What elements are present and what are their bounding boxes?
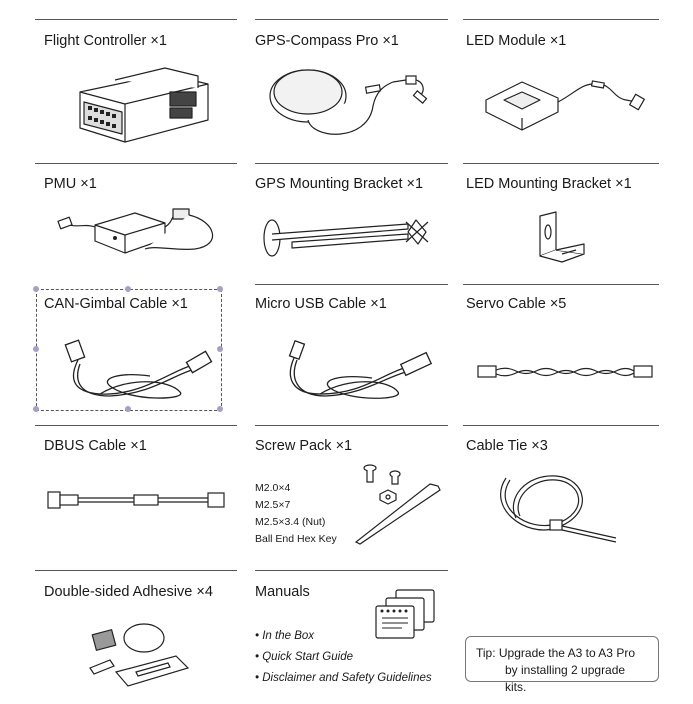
led-mounting-bracket-illustration <box>539 211 585 263</box>
gps-compass-illustration: ​ <box>269 69 428 135</box>
selection-handle[interactable] <box>125 286 131 292</box>
spec-line: M2.0×4 <box>255 482 291 494</box>
item-label-can-gimbal-cable: CAN-Gimbal Cable ×1 <box>44 296 188 312</box>
divider <box>255 570 448 571</box>
item-label-pmu: PMU ×1 <box>44 176 97 192</box>
divider <box>35 570 237 571</box>
item-label-gps-compass: GPS-Compass Pro ×1 <box>255 33 399 49</box>
item-label-micro-usb-cable: Micro USB Cable ×1 <box>255 296 387 312</box>
selection-handle[interactable] <box>33 286 39 292</box>
divider <box>35 425 237 426</box>
flight-controller-illustration <box>79 67 209 143</box>
selection-handle[interactable] <box>217 346 223 352</box>
pmu-illustration <box>57 208 214 254</box>
divider <box>255 425 448 426</box>
double-sided-adhesive-illustration <box>89 623 190 687</box>
cable-tie-illustration <box>500 475 617 543</box>
manuals-list: • In the Box • Quick Start Guide • Discl… <box>255 626 432 689</box>
item-label-manuals: Manuals <box>255 584 310 600</box>
item-label-led-module: LED Module ×1 <box>466 33 567 49</box>
manual-item: • Quick Start Guide <box>255 651 353 663</box>
selection-handle[interactable] <box>217 406 223 412</box>
can-gimbal-cable-illustration <box>64 339 213 399</box>
manual-item: • In the Box <box>255 630 315 642</box>
selection-handle[interactable] <box>125 406 131 412</box>
item-label-screw-pack: Screw Pack ×1 <box>255 438 353 454</box>
spec-line: Ball End Hex Key <box>255 533 337 545</box>
tip-box: Tip: Upgrade the A3 to A3 Pro by install… <box>465 636 659 694</box>
gps-mounting-bracket-illustration <box>263 219 429 257</box>
divider <box>255 19 448 20</box>
divider <box>255 284 448 285</box>
servo-cable-illustration <box>477 365 653 378</box>
dbus-cable-illustration <box>47 491 225 509</box>
divider <box>463 163 659 164</box>
selection-handle[interactable] <box>33 406 39 412</box>
item-label-led-mounting-bracket: LED Mounting Bracket ×1 <box>466 176 632 192</box>
manual-item: • Disclaimer and Safety Guidelines <box>255 672 432 684</box>
selection-handle[interactable] <box>217 286 223 292</box>
screw-pack-illustration <box>354 464 441 545</box>
spec-line: M2.5×3.4 (Nut) <box>255 516 326 528</box>
screw-pack-specs: M2.0×4 M2.5×7 M2.5×3.4 (Nut) Ball End He… <box>255 480 337 548</box>
divider <box>463 425 659 426</box>
item-label-double-sided-adhesive: Double-sided Adhesive ×4 <box>44 584 213 600</box>
divider <box>35 163 237 164</box>
micro-usb-cable-illustration <box>288 339 433 399</box>
led-module-illustration <box>485 80 645 131</box>
divider <box>463 19 659 20</box>
tip-line: by installing 2 upgrade kits. <box>505 663 626 694</box>
tip-line: Tip: Upgrade the A3 to A3 Pro <box>476 646 635 660</box>
manuals-illustration <box>375 589 435 639</box>
item-label-dbus-cable: DBUS Cable ×1 <box>44 438 147 454</box>
spec-line: M2.5×7 <box>255 499 291 511</box>
item-label-servo-cable: Servo Cable ×5 <box>466 296 567 312</box>
divider <box>255 163 448 164</box>
divider <box>35 19 237 20</box>
item-label-cable-tie: Cable Tie ×3 <box>466 438 548 454</box>
selection-handle[interactable] <box>33 346 39 352</box>
divider <box>463 284 659 285</box>
item-label-flight-controller: Flight Controller ×1 <box>44 33 167 49</box>
item-label-gps-mounting-bracket: GPS Mounting Bracket ×1 <box>255 176 424 192</box>
